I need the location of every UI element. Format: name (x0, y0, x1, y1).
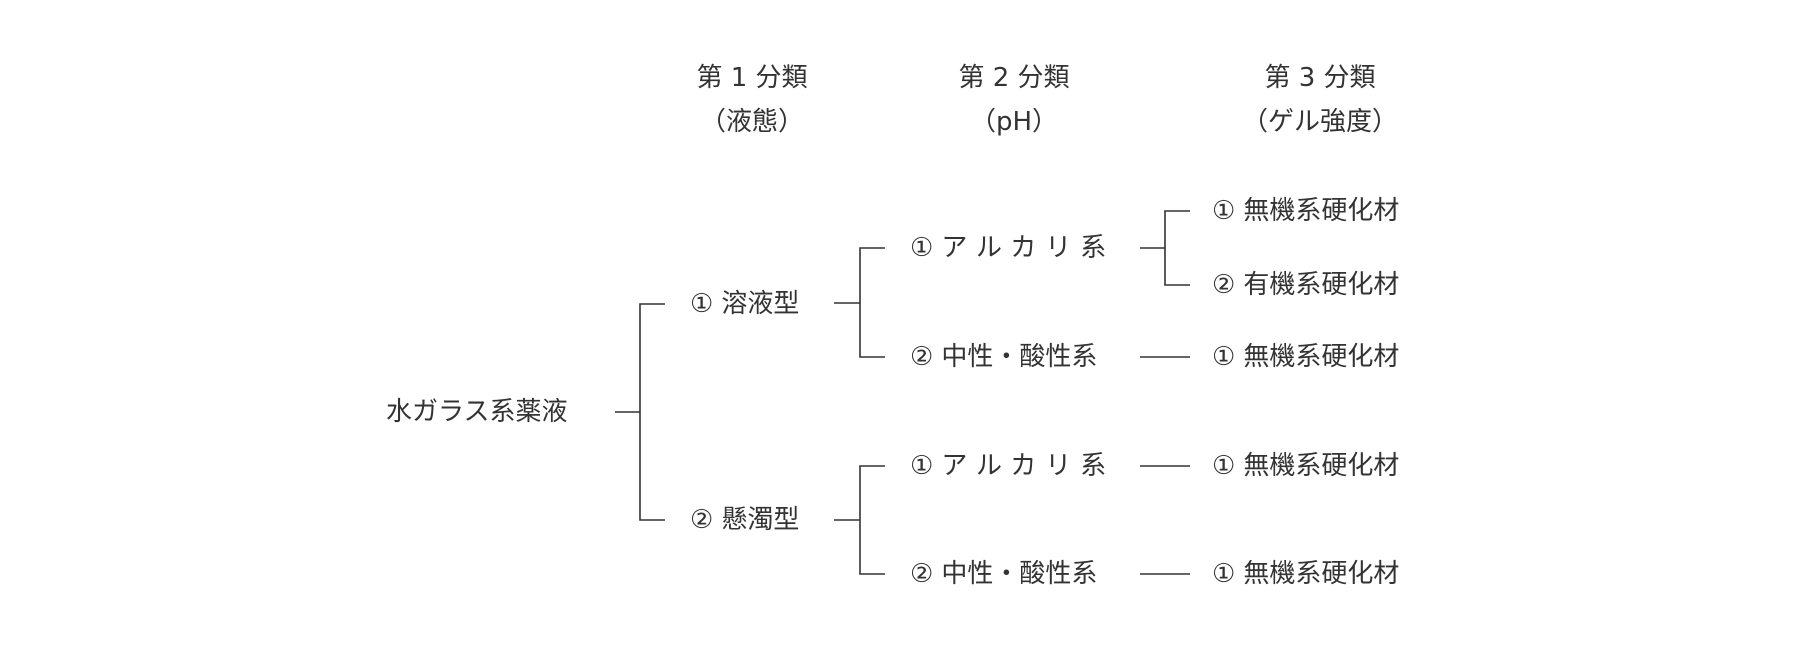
node-number: ② (910, 559, 934, 589)
header-title: 第 1 分類 (696, 63, 808, 93)
node-label: 無機系硬化材 (1243, 559, 1400, 589)
header-level3: 第 3 分類 （ゲル強度） (1220, 56, 1420, 144)
node-label: アルカリ系 (941, 451, 1116, 481)
node-label: 無機系硬化材 (1243, 451, 1400, 481)
node-label: 中性・酸性系 (941, 559, 1098, 589)
node-label: 有機系硬化材 (1243, 270, 1400, 300)
node-number: ① (1212, 342, 1236, 372)
node-number: ① (910, 451, 934, 481)
header-level1: 第 1 分類 （液態） (652, 56, 852, 144)
header-level2: 第 2 分類 （pH） (914, 56, 1114, 144)
connector-bracket (639, 303, 665, 521)
connector-bracket (1164, 210, 1190, 286)
node-label: 溶液型 (721, 289, 800, 319)
node-number: ① (690, 289, 714, 319)
node-number: ① (1212, 451, 1236, 481)
root-node: 水ガラス系薬液 (386, 397, 568, 427)
connector-bracket (859, 465, 885, 575)
header-subtitle: （液態） (699, 107, 804, 137)
node-number: ① (1212, 196, 1236, 226)
header-subtitle: （ゲル強度） (1241, 107, 1398, 137)
node-number: ② (690, 505, 714, 535)
node-number: ① (1212, 559, 1236, 589)
node-number: ② (1212, 270, 1236, 300)
node-label: 懸濁型 (721, 505, 800, 535)
node-label: アルカリ系 (941, 233, 1116, 263)
node-label: 無機系硬化材 (1243, 196, 1400, 226)
node-label: 中性・酸性系 (941, 342, 1098, 372)
connector-bracket (859, 247, 885, 358)
header-title: 第 2 分類 (958, 63, 1070, 93)
node-label: 無機系硬化材 (1243, 342, 1400, 372)
node-number: ① (910, 233, 934, 263)
header-subtitle: （pH） (969, 107, 1059, 137)
header-title: 第 3 分類 (1264, 63, 1376, 93)
node-number: ② (910, 342, 934, 372)
